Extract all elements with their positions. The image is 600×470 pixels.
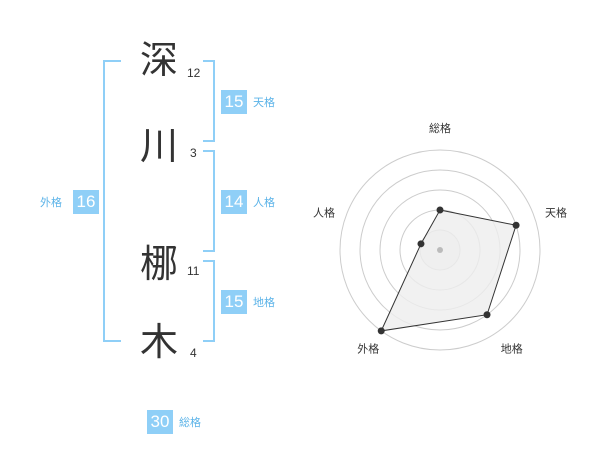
radar-axis-label-2: 地格 xyxy=(501,342,523,356)
name-char-4: 木 xyxy=(140,320,179,364)
chikaku-bracket xyxy=(203,260,215,342)
radar-point-3 xyxy=(377,327,385,335)
jinkaku-label: 人格 xyxy=(253,196,275,209)
stroke-count-1: 12 xyxy=(187,66,201,80)
radar-point-2 xyxy=(483,311,491,319)
radar-point-1 xyxy=(512,221,520,229)
name-char-2: 川 xyxy=(140,124,179,168)
name-char-3: 梛 xyxy=(140,242,179,286)
radar-axis-label-4: 人格 xyxy=(313,205,335,219)
radar-axis-label-1: 天格 xyxy=(545,205,567,219)
soukaku-label: 総格 xyxy=(179,416,201,429)
stroke-count-2: 3 xyxy=(190,146,197,160)
chikaku-label: 地格 xyxy=(253,296,275,309)
stroke-count-3: 11 xyxy=(187,264,200,278)
tenkaku-label: 天格 xyxy=(253,96,275,109)
radar-axis-label-3: 外格 xyxy=(357,342,379,356)
soukaku-value-badge: 30 xyxy=(147,410,173,434)
radar-ring-4 xyxy=(359,169,521,331)
radar-center-dot xyxy=(437,247,443,253)
tenkaku-value-badge: 15 xyxy=(221,90,247,114)
stroke-count-4: 4 xyxy=(190,346,197,360)
name-char-1: 深 xyxy=(140,38,179,82)
jinkaku-value-badge: 14 xyxy=(221,190,247,214)
gaikaku-bracket xyxy=(103,60,121,342)
gaikaku-label: 外格 xyxy=(40,196,62,209)
radar-value-polygon xyxy=(380,209,517,332)
tenkaku-bracket xyxy=(203,60,215,142)
radar-axis-label-0: 総格 xyxy=(429,121,451,135)
radar-point-0 xyxy=(436,206,444,214)
radar-ring-5 xyxy=(339,149,541,351)
jinkaku-bracket xyxy=(203,150,215,252)
gaikaku-value-badge: 16 xyxy=(73,190,99,214)
chikaku-value-badge: 15 xyxy=(221,290,247,314)
radar-point-4 xyxy=(417,240,425,248)
radar-points xyxy=(377,206,520,335)
